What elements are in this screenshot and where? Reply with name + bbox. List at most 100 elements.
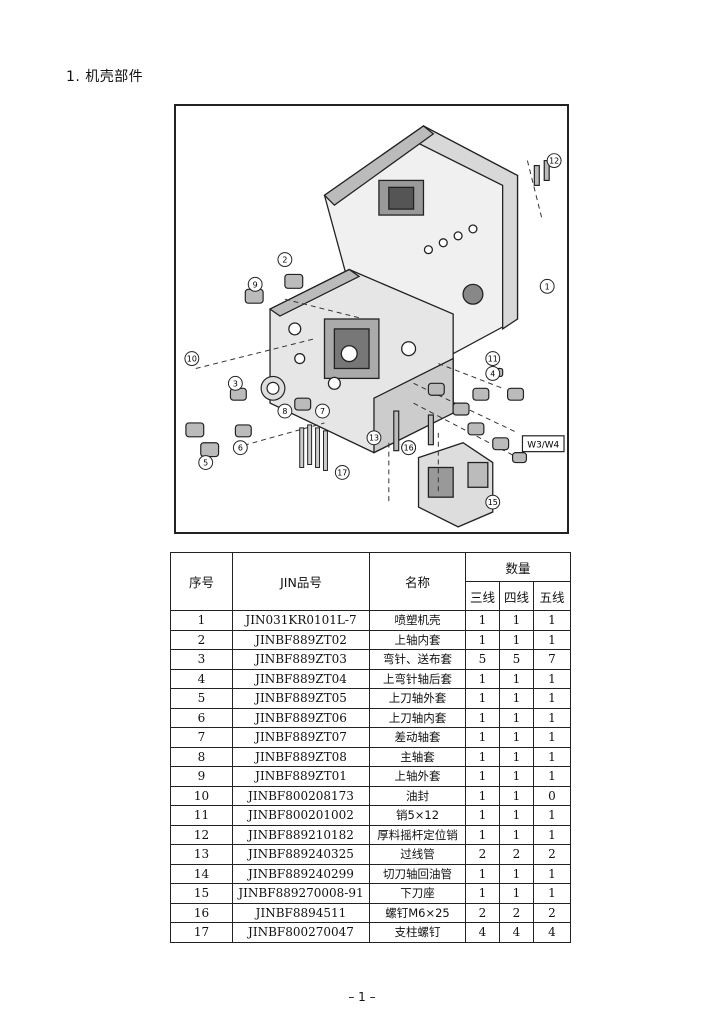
cell-qty-3: 1 <box>465 668 500 689</box>
svg-text:5: 5 <box>203 459 208 468</box>
callout-6: 6 <box>232 440 248 456</box>
svg-text:8: 8 <box>282 407 287 416</box>
cell-name: 切刀轴回油管 <box>369 863 466 884</box>
cell-qty-5: 1 <box>533 766 571 787</box>
callout-8: 8 <box>277 403 293 419</box>
cell-qty-3: 1 <box>465 688 500 709</box>
cell-qty-3: 5 <box>465 649 500 670</box>
cell-qty-5: 1 <box>533 707 571 728</box>
cell-qty-3: 1 <box>465 746 500 767</box>
col-header-seq: 序号 <box>170 552 233 611</box>
callout-4: 4 <box>485 366 501 381</box>
cell-part-no: JIN031KR0101L-7 <box>232 610 370 631</box>
cell-qty-5: 1 <box>533 610 571 631</box>
cell-qty-3: 1 <box>465 727 500 748</box>
cell-qty-4: 2 <box>499 844 534 865</box>
cell-qty-4: 1 <box>499 785 534 806</box>
cell-part-no: JINBF889ZT05 <box>232 688 370 709</box>
cell-name: 厚料摇杆定位销 <box>369 824 466 845</box>
cell-qty-5: 4 <box>533 922 571 943</box>
cell-qty-3: 2 <box>465 902 500 923</box>
cell-name: 下刀座 <box>369 883 466 904</box>
cell-seq: 5 <box>170 688 233 709</box>
callout-10: 10 <box>184 351 200 367</box>
cell-seq: 1 <box>170 610 233 631</box>
cell-qty-4: 1 <box>499 629 534 650</box>
col-header-name: 名称 <box>369 552 466 611</box>
callout-13: 13 <box>366 430 382 446</box>
cell-qty-5: 1 <box>533 883 571 904</box>
cell-name: 过线管 <box>369 844 466 865</box>
svg-text:7: 7 <box>320 407 325 416</box>
svg-text:13: 13 <box>369 434 379 443</box>
cell-qty-5: 1 <box>533 629 571 650</box>
cell-qty-5: 1 <box>533 688 571 709</box>
cell-qty-3: 1 <box>465 610 500 631</box>
col-header-qty: 数量 <box>465 552 571 582</box>
cell-part-no: JINBF800208173 <box>232 785 370 806</box>
callout-1: 1 <box>539 278 555 294</box>
col-header-qty-3: 三线 <box>465 581 500 611</box>
cell-part-no: JINBF889ZT01 <box>232 766 370 787</box>
cell-seq: 12 <box>170 824 233 845</box>
cell-qty-4: 1 <box>499 824 534 845</box>
cell-part-no: JINBF889ZT06 <box>232 707 370 728</box>
cell-seq: 8 <box>170 746 233 767</box>
cell-qty-4: 1 <box>499 805 534 826</box>
cell-part-no: JINBF889ZT02 <box>232 629 370 650</box>
svg-text:11: 11 <box>488 355 498 364</box>
cell-part-no: JINBF889270008-91 <box>232 883 370 904</box>
cell-part-no: JINBF889240299 <box>232 863 370 884</box>
cell-seq: 6 <box>170 707 233 728</box>
cell-part-no: JINBF8894511 <box>232 902 370 923</box>
cell-seq: 7 <box>170 727 233 748</box>
cell-seq: 3 <box>170 649 233 670</box>
cell-qty-4: 1 <box>499 668 534 689</box>
svg-text:10: 10 <box>187 355 197 364</box>
callout-15: 15 <box>485 494 501 510</box>
svg-text:17: 17 <box>337 468 347 477</box>
note-box: W3/W4 <box>521 435 565 453</box>
cell-qty-5: 1 <box>533 746 571 767</box>
svg-text:6: 6 <box>238 444 243 453</box>
cell-qty-4: 1 <box>499 863 534 884</box>
col-header-qty-5: 五线 <box>533 581 571 611</box>
cell-qty-3: 1 <box>465 824 500 845</box>
cell-qty-3: 1 <box>465 805 500 826</box>
cell-seq: 13 <box>170 844 233 865</box>
cell-part-no: JINBF889240325 <box>232 844 370 865</box>
cell-name: 上轴外套 <box>369 766 466 787</box>
housing-drawing <box>268 125 519 528</box>
cell-qty-3: 1 <box>465 785 500 806</box>
cell-qty-4: 1 <box>499 610 534 631</box>
cell-seq: 2 <box>170 629 233 650</box>
svg-text:16: 16 <box>404 444 414 453</box>
cell-name: 支柱螺钉 <box>369 922 466 943</box>
page-number: – 1 – <box>348 990 376 1004</box>
cell-qty-4: 1 <box>499 883 534 904</box>
cell-part-no: JINBF889210182 <box>232 824 370 845</box>
cell-name: 销5×12 <box>369 805 466 826</box>
cell-name: 喷塑机壳 <box>369 610 466 631</box>
cell-qty-4: 1 <box>499 707 534 728</box>
cell-qty-3: 1 <box>465 863 500 884</box>
svg-text:9: 9 <box>253 280 258 289</box>
cell-qty-3: 1 <box>465 766 500 787</box>
cell-qty-3: 2 <box>465 844 500 865</box>
cell-qty-4: 5 <box>499 649 534 670</box>
cell-qty-4: 4 <box>499 922 534 943</box>
svg-text:4: 4 <box>490 369 495 378</box>
cell-seq: 11 <box>170 805 233 826</box>
cell-name: 上轴内套 <box>369 629 466 650</box>
cell-part-no: JINBF889ZT03 <box>232 649 370 670</box>
cell-qty-4: 1 <box>499 766 534 787</box>
